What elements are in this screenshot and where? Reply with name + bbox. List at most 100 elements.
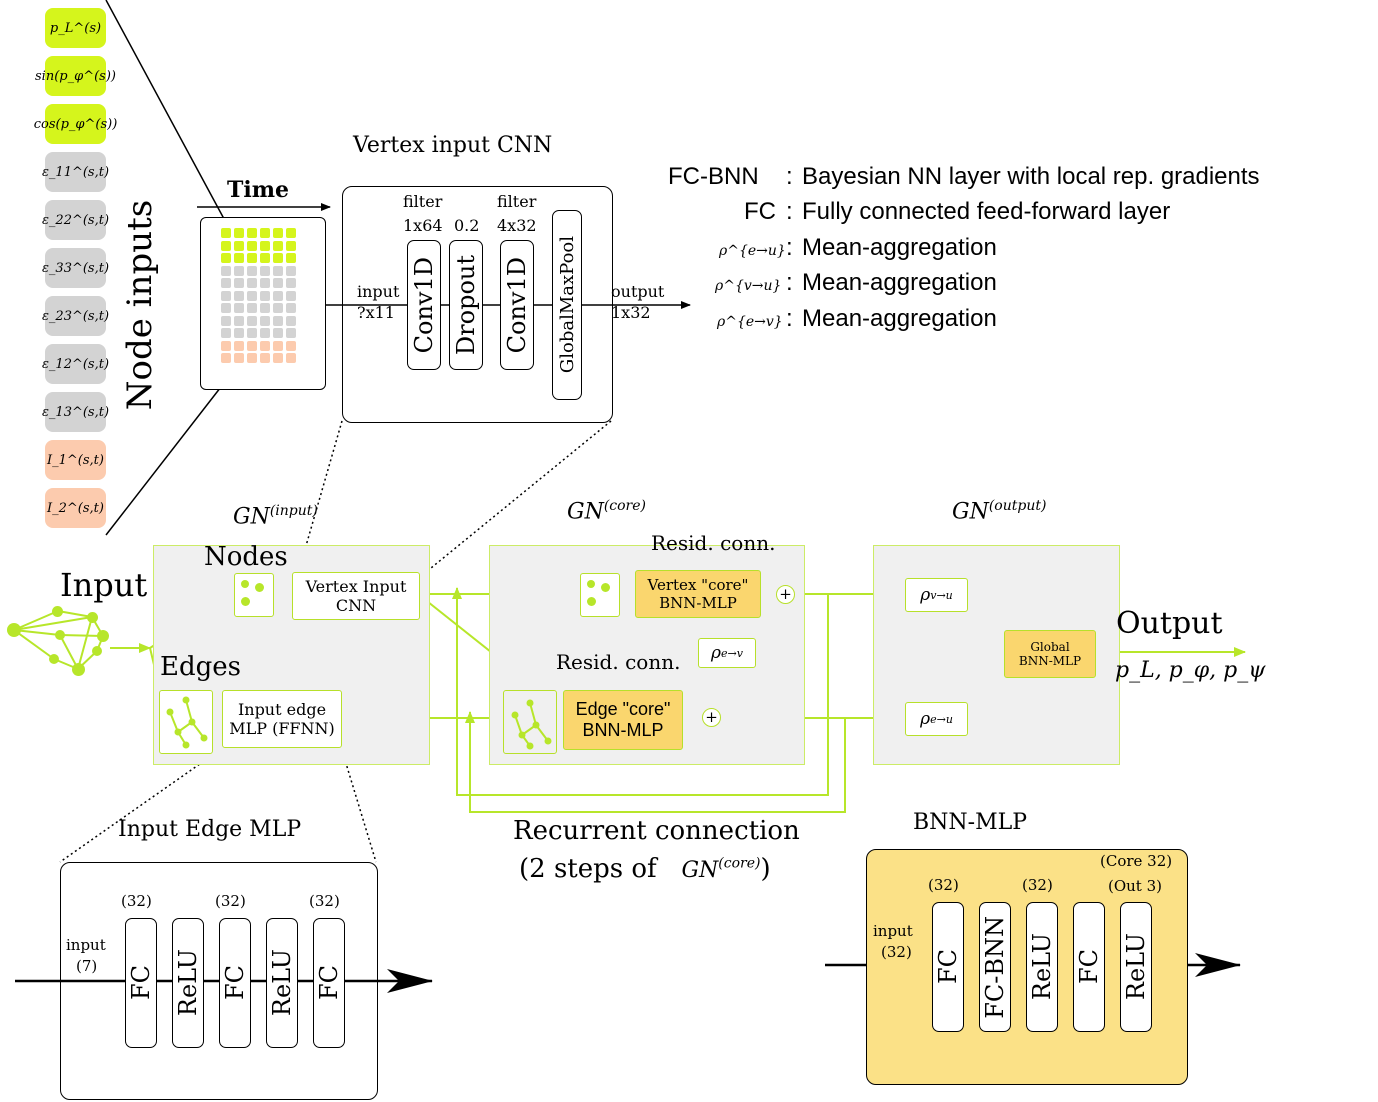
node-dot xyxy=(587,580,595,588)
legend-key-rho-eu: ρ^{e→u} xyxy=(719,243,786,259)
grid-cell xyxy=(221,278,231,288)
gn-input-title: GN(input) xyxy=(233,503,318,530)
grid-cell xyxy=(286,265,296,276)
grid-cell xyxy=(221,315,231,326)
bnn-mlp-layer-relu: ReLU xyxy=(1120,902,1152,1032)
grid-cell xyxy=(260,228,270,238)
grid-cell xyxy=(234,328,244,338)
legend-desc-fc: Fully connected feed-forward layer xyxy=(802,198,1171,225)
grid-cell xyxy=(221,303,231,313)
grid-cell xyxy=(221,265,231,276)
grid-cell xyxy=(286,290,296,301)
grid-cell xyxy=(286,340,296,351)
node-feature-5: ε_33^(s,t) xyxy=(42,248,109,288)
nodes-label: Nodes xyxy=(204,542,288,572)
time-label: Time xyxy=(227,177,290,203)
grid-cell xyxy=(273,240,283,251)
edge-mlp-layer-size: (32) xyxy=(215,892,246,910)
grid-cell xyxy=(286,303,296,313)
graph-node xyxy=(72,663,85,676)
grid-cell xyxy=(234,353,244,363)
grid-cell xyxy=(260,328,270,338)
grid-cell xyxy=(260,278,270,288)
edges-icon-core xyxy=(503,690,557,754)
bnn-mlp-layer-size: (32) xyxy=(1022,876,1053,894)
edge-mlp-layer-size: (32) xyxy=(309,892,340,910)
conv1d-layer-2: Conv1D xyxy=(500,240,534,370)
grid-cell xyxy=(260,240,270,251)
node-feature-0: p_L^(s) xyxy=(45,8,106,48)
conv1-filter-size: 1x64 xyxy=(403,216,443,235)
grid-cell xyxy=(260,340,270,351)
grid-cell xyxy=(234,278,244,288)
nodes-icon-input xyxy=(234,573,274,617)
grid-cell xyxy=(273,303,283,313)
dropout-layer: Dropout xyxy=(449,240,483,370)
grid-cell xyxy=(273,278,283,288)
grid-cell xyxy=(260,303,270,313)
node-feature-8: ε_13^(s,t) xyxy=(42,392,109,432)
node-dot xyxy=(241,597,250,606)
grid-cell xyxy=(247,278,257,288)
edge-mlp-layer-fc: FC xyxy=(125,918,157,1048)
graph-node xyxy=(92,646,102,656)
output-label: Output xyxy=(1116,606,1223,641)
grid-cell xyxy=(273,228,283,238)
bnn-mlp-title: BNN-MLP xyxy=(913,810,1028,835)
grid-cell xyxy=(273,328,283,338)
conv1d-layer-1: Conv1D xyxy=(407,240,441,370)
node-feature-9: I_1^(s,t) xyxy=(45,440,106,480)
node-feature-10: I_2^(s,t) xyxy=(45,488,106,528)
vertex-cnn-title: Vertex input CNN xyxy=(353,133,553,158)
grid-cell xyxy=(260,315,270,326)
graph-node xyxy=(55,630,65,640)
bnn-mlp-corner-out: (Out 3) xyxy=(1108,877,1163,895)
graph-node xyxy=(87,612,98,623)
grid-cell xyxy=(247,353,257,363)
resid-conn-vertex-label: Resid. conn. xyxy=(651,531,776,555)
legend-key-rho-vu: ρ^{v→u} xyxy=(715,278,782,294)
edges-label: Edges xyxy=(160,652,241,682)
node-feature-1: sin(p_φ^(s)) xyxy=(35,56,116,96)
graph-node xyxy=(7,623,21,637)
node-feature-7: ε_12^(s,t) xyxy=(42,344,109,384)
edge-mlp-layer-size: (32) xyxy=(121,892,152,910)
cnn-input-label: input xyxy=(357,282,400,301)
recurrent-caption-line1: Recurrent connection xyxy=(513,816,800,846)
grid-cell xyxy=(247,290,257,301)
grid-cell xyxy=(247,303,257,313)
edge-mlp-layer-fc: FC xyxy=(219,918,251,1048)
legend-key-rho-ev: ρ^{e→v} xyxy=(717,314,783,330)
grid-cell xyxy=(273,290,283,301)
dropout-rate: 0.2 xyxy=(454,216,480,235)
grid-cell xyxy=(247,253,257,263)
grid-cell xyxy=(286,315,296,326)
grid-cell xyxy=(221,228,231,238)
residual-plus-vertex: + xyxy=(776,585,795,604)
grid-cell xyxy=(247,340,257,351)
nodes-icon-core xyxy=(580,573,620,617)
input-edge-mlp-panel xyxy=(60,862,378,1100)
bnn-mlp-layer-relu: ReLU xyxy=(1026,902,1058,1032)
legend-desc-fc-bnn: Bayesian NN layer with local rep. gradie… xyxy=(802,163,1260,190)
grid-cell xyxy=(286,253,296,263)
bnn-mlp-layer-fc: FC xyxy=(932,902,964,1032)
grid-cell xyxy=(247,228,257,238)
node-dot xyxy=(587,597,596,606)
legend-sep: : xyxy=(786,305,793,332)
residual-plus-edge: + xyxy=(702,708,721,727)
resid-conn-edge-label: Resid. conn. xyxy=(556,650,681,674)
globalmaxpool-layer: GlobalMaxPool xyxy=(552,210,582,400)
conv2-filter-label: filter xyxy=(497,192,537,211)
legend-key-fc: FC xyxy=(744,198,776,225)
vertex-core-bnn-mlp: Vertex "core"BNN-MLP xyxy=(635,570,761,618)
bnn-mlp-layer-size: (32) xyxy=(928,876,959,894)
edge-mlp-input-size: (7) xyxy=(76,957,98,975)
grid-cell xyxy=(286,240,296,251)
node-feature-2: cos(p_φ^(s)) xyxy=(34,104,117,144)
grid-cell xyxy=(221,353,231,363)
grid-cell xyxy=(260,353,270,363)
